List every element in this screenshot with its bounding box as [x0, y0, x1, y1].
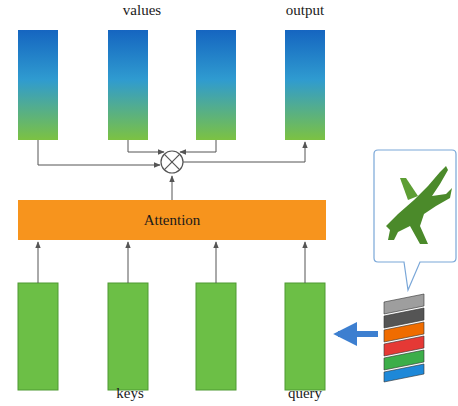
- values-label: values: [123, 2, 161, 19]
- airplane-point-cloud: [386, 166, 452, 244]
- query-label: query: [288, 385, 322, 402]
- keys-label: keys: [116, 385, 144, 402]
- input-arrow: [338, 334, 378, 335]
- output-label: output: [286, 2, 324, 19]
- feature-stack: [384, 294, 424, 382]
- node-text: Attention: [144, 212, 201, 229]
- attention-band: Attention: [18, 200, 326, 240]
- value-bars: [18, 30, 325, 140]
- key-bars: [18, 283, 325, 390]
- speech-bubble: [374, 150, 456, 290]
- multiply-symbol: [161, 151, 183, 173]
